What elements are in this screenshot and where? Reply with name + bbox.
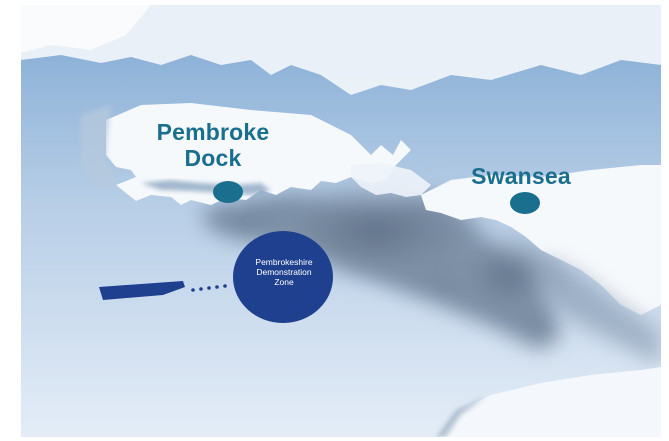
- coast-shadow-east: [451, 230, 571, 320]
- land-swansea: [421, 165, 661, 315]
- zone-label-line1: Pembrokeshire: [255, 257, 313, 267]
- pembroke-dock-marker[interactable]: [213, 181, 243, 203]
- land-south: [441, 367, 661, 437]
- land-pembrokeshire: [106, 103, 411, 205]
- west-coast-shadow: [81, 105, 116, 190]
- land-south-shadow: [436, 397, 486, 437]
- demonstration-zone[interactable]: [233, 231, 333, 323]
- zone-label-line3: Zone: [274, 277, 294, 287]
- land-carmarthen: [351, 163, 431, 197]
- land-north: [21, 5, 661, 95]
- dotted-connector: [191, 284, 227, 292]
- swansea-label: Swansea: [471, 163, 571, 189]
- coastline-map: [21, 5, 661, 437]
- zone-label-line2: Demonstration: [256, 267, 312, 277]
- offshore-device[interactable]: [99, 281, 185, 300]
- land-north-edge: [21, 5, 151, 53]
- map-frame: Pembroke Dock Swansea Pembrokeshire Demo…: [21, 5, 661, 437]
- pembroke-dock-label-line2: Dock: [184, 145, 242, 171]
- demonstration-zone-label: Pembrokeshire Demonstration Zone: [231, 257, 337, 287]
- pembroke-dock-label: Pembroke Dock: [148, 119, 278, 171]
- pembroke-dock-label-line1: Pembroke: [156, 119, 270, 145]
- east-coast-shadow: [541, 255, 661, 365]
- swansea-marker[interactable]: [510, 192, 540, 214]
